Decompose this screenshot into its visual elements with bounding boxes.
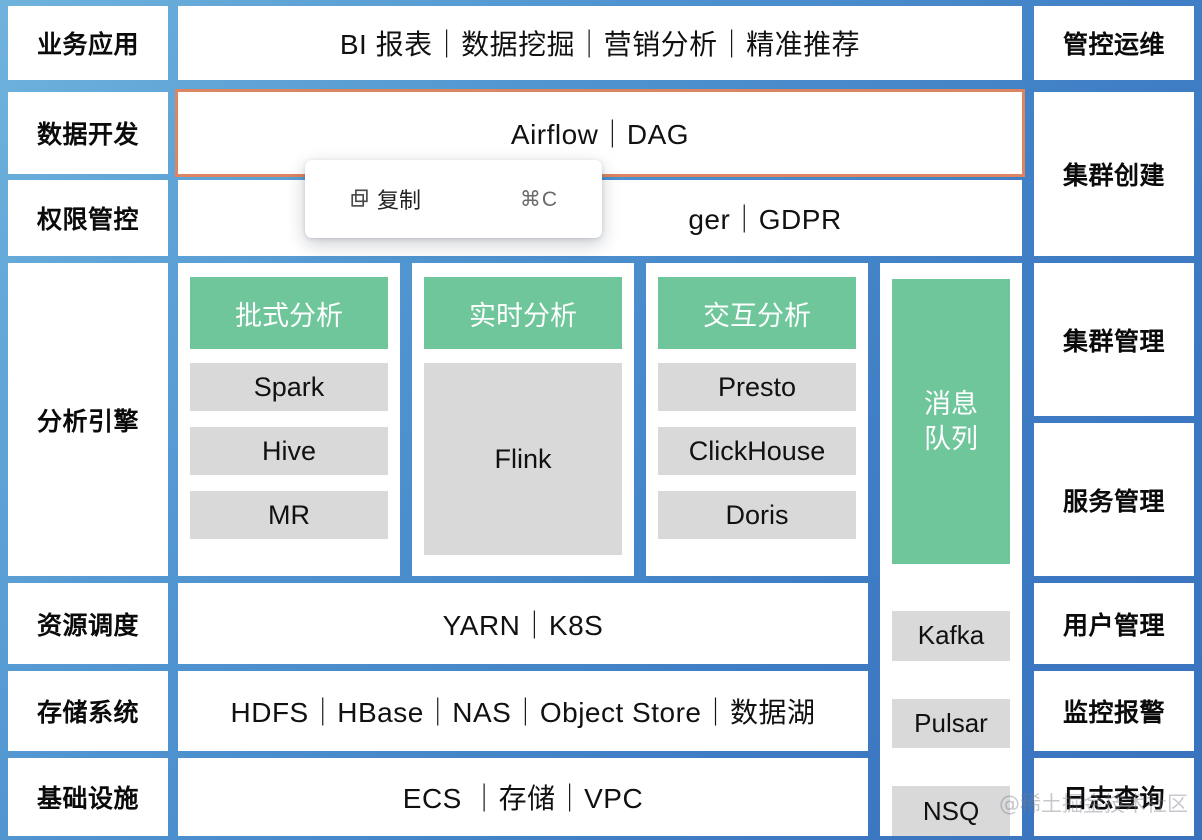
engine-item-flink: Flink <box>424 363 622 555</box>
context-menu[interactable]: 复制 ⌘C <box>305 160 602 238</box>
engine-title-text: 实时分析 <box>469 300 577 331</box>
left-label-text: 数据开发 <box>36 121 139 149</box>
left-label-text: 业务应用 <box>36 31 139 59</box>
row-resource-schedule-text: YARN｜K8S <box>442 609 604 641</box>
right-label-cluster-manage: 集群管理 <box>1034 263 1194 416</box>
right-label-text: 日志查询 <box>1062 785 1165 813</box>
right-label-text: 管控运维 <box>1062 31 1165 59</box>
engine-item-text: Spark <box>253 371 325 402</box>
copy-icon <box>349 188 371 210</box>
right-label-log-query: 日志查询 <box>1034 758 1194 836</box>
message-queue-title-line2: 队列 <box>924 423 978 454</box>
message-queue-item-kafka: Kafka <box>892 611 1010 661</box>
context-menu-copy-shortcut: ⌘C <box>519 187 558 211</box>
engine-item-presto: Presto <box>658 363 856 411</box>
right-label-user-manage: 用户管理 <box>1034 583 1194 664</box>
row-business-apps-text: BI 报表｜数据挖掘｜营销分析｜精准推荐 <box>339 29 861 60</box>
engine-title-text: 交互分析 <box>703 300 811 331</box>
engine-item-text: Presto <box>717 371 797 402</box>
right-label-monitor-alert: 监控报警 <box>1034 671 1194 751</box>
row-resource-schedule: YARN｜K8S <box>178 583 868 664</box>
left-label-text: 权限管控 <box>36 206 139 234</box>
message-queue-column: 消息 队列 Kafka Pulsar NSQ <box>880 263 1022 836</box>
message-queue-title-line1: 消息 <box>924 388 978 419</box>
mq-item-text: NSQ <box>922 795 980 826</box>
left-label-text: 存储系统 <box>36 699 139 727</box>
left-label-infrastructure: 基础设施 <box>8 758 168 836</box>
right-label-text: 服务管理 <box>1062 487 1165 516</box>
right-label-ops: 管控运维 <box>1034 6 1194 80</box>
right-label-service-manage: 服务管理 <box>1034 423 1194 576</box>
row-infrastructure: ECS ｜存储｜VPC <box>178 758 868 836</box>
row-business-apps: BI 报表｜数据挖掘｜营销分析｜精准推荐 <box>178 6 1022 80</box>
engine-batch-title: 批式分析 <box>190 277 388 349</box>
engine-item-clickhouse: ClickHouse <box>658 427 856 475</box>
engine-panel-realtime: 实时分析 Flink <box>412 263 634 576</box>
row-infrastructure-text: ECS ｜存储｜VPC <box>402 783 644 814</box>
mq-item-text: Pulsar <box>914 708 988 739</box>
row-permission-text: ger｜GDPR <box>688 204 842 235</box>
message-queue-title: 消息 队列 <box>892 279 1010 565</box>
engine-item-text: Doris <box>725 499 789 530</box>
message-queue-item-nsq: NSQ <box>892 786 1010 836</box>
engine-item-hive: Hive <box>190 427 388 475</box>
left-label-text: 基础设施 <box>36 785 139 813</box>
engine-panel-batch: 批式分析 Spark Hive MR <box>178 263 400 576</box>
engine-item-text: MR <box>268 499 310 530</box>
left-label-text: 分析引擎 <box>36 407 139 436</box>
context-menu-item-copy[interactable]: 复制 ⌘C <box>305 160 602 238</box>
engine-panel-interactive: 交互分析 Presto ClickHouse Doris <box>646 263 868 576</box>
right-label-text: 集群管理 <box>1062 327 1165 356</box>
right-label-text: 监控报警 <box>1062 699 1165 727</box>
engine-realtime-title: 实时分析 <box>424 277 622 349</box>
row-data-dev-text: Airflow｜DAG <box>510 119 690 150</box>
engine-item-text: Flink <box>494 443 552 474</box>
context-menu-copy-label: 复制 <box>377 188 422 213</box>
engine-item-mr: MR <box>190 491 388 539</box>
engine-item-text: ClickHouse <box>688 435 826 466</box>
left-label-text: 资源调度 <box>36 611 139 640</box>
mq-item-text: Kafka <box>917 620 985 651</box>
left-label-storage: 存储系统 <box>8 671 168 751</box>
right-label-text: 集群创建 <box>1062 162 1165 190</box>
left-label-permission: 权限管控 <box>8 180 168 256</box>
row-storage: HDFS｜HBase｜NAS｜Object Store｜数据湖 <box>178 671 868 751</box>
engine-title-text: 批式分析 <box>235 300 343 331</box>
engine-interactive-title: 交互分析 <box>658 277 856 349</box>
engine-item-spark: Spark <box>190 363 388 411</box>
right-label-cluster-create: 集群创建 <box>1034 92 1194 256</box>
left-label-resource-schedule: 资源调度 <box>8 583 168 664</box>
message-queue-item-pulsar: Pulsar <box>892 698 1010 749</box>
left-label-analysis-engine: 分析引擎 <box>8 263 168 576</box>
engine-item-doris: Doris <box>658 491 856 539</box>
engine-item-text: Hive <box>261 435 316 466</box>
left-label-data-dev: 数据开发 <box>8 92 168 174</box>
right-label-text: 用户管理 <box>1062 611 1165 640</box>
left-label-business-apps: 业务应用 <box>8 6 168 80</box>
row-storage-text: HDFS｜HBase｜NAS｜Object Store｜数据湖 <box>230 697 816 728</box>
